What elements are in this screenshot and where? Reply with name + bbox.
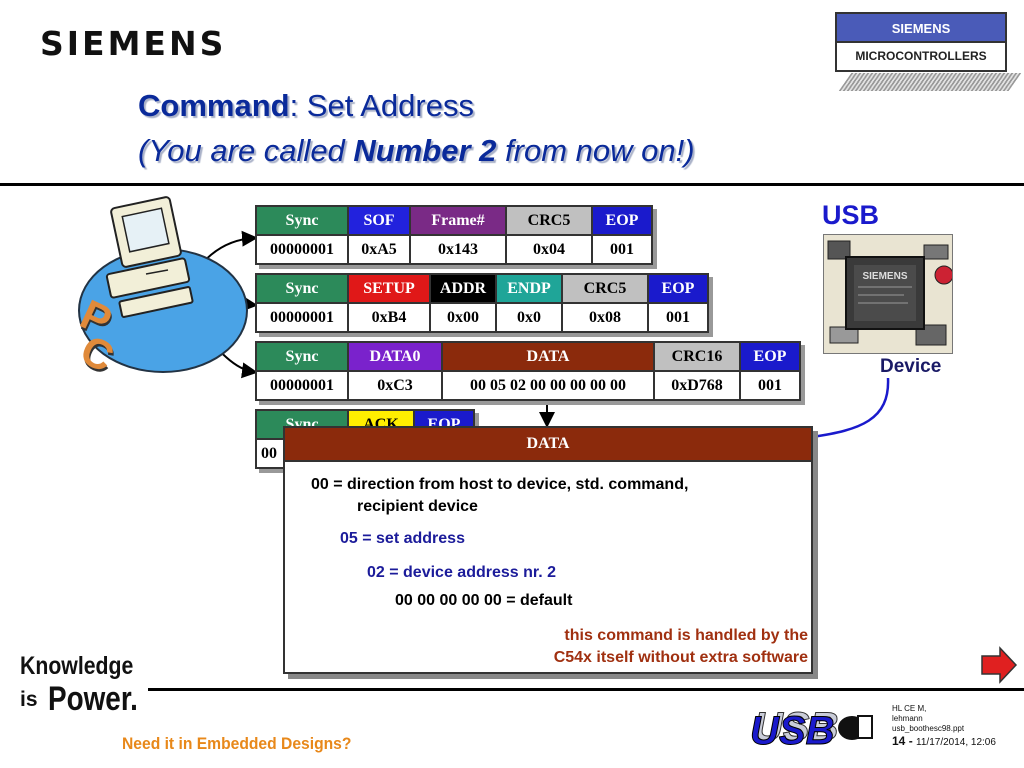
panel-line-direction: 00 = direction from host to device, std.… (311, 476, 689, 493)
sof-val-pid: 0xA5 (347, 234, 411, 265)
setup-val-endp: 0x0 (495, 302, 563, 333)
sof-packet: Sync SOF Frame# CRC5 EOP 00000001 0xA5 0… (255, 205, 653, 265)
data0-hdr-sync: Sync (255, 341, 349, 372)
usb-label: USB (822, 200, 880, 230)
slide-meta: HL CE M, lehmann usb_boothesc98.ppt (892, 704, 964, 734)
page-date: 11/17/2014, 12:06 (916, 737, 996, 748)
subtitle-open-paren: ( (138, 133, 149, 168)
page-number: 14 (892, 734, 906, 748)
panel-note-2: C54x itself without extra software (553, 649, 808, 666)
title-rest: : Set Address (289, 88, 474, 123)
data0-val-data: 00 05 02 00 00 00 00 00 (441, 370, 655, 401)
page-info: 14 - 11/17/2014, 12:06 (892, 734, 996, 748)
subtitle-bold: Number 2 (353, 133, 497, 168)
slide-title: Command: Set Address (138, 88, 474, 124)
footer-divider (148, 688, 1024, 691)
sof-val-eop: 001 (591, 234, 653, 265)
usb-device-photo: SIEMENS (823, 234, 954, 354)
sof-hdr-pid: SOF (347, 205, 411, 236)
meta-line-1: HL CE M, (892, 704, 927, 713)
data0-val-pid: 0xC3 (347, 370, 443, 401)
setup-val-pid: 0xB4 (347, 302, 431, 333)
slide-subtitle: (You are called Number 2 from now on!) (138, 133, 695, 169)
panel-line-recipient: recipient device (357, 498, 478, 515)
setup-hdr-pid: SETUP (347, 273, 431, 304)
subtitle-pre: You are called (148, 133, 354, 168)
panel-line-set-address: 05 = set address (340, 530, 465, 547)
usb-cable (811, 377, 890, 439)
setup-val-eop: 001 (647, 302, 709, 333)
data0-hdr-pid: DATA0 (347, 341, 443, 372)
data0-val-crc16: 0xD768 (653, 370, 741, 401)
sof-hdr-eop: EOP (591, 205, 653, 236)
sof-val-frame: 0x143 (409, 234, 507, 265)
meta-line-3: usb_boothesc98.ppt (892, 724, 965, 733)
sof-val-sync: 00000001 (255, 234, 349, 265)
setup-hdr-eop: EOP (647, 273, 709, 304)
setup-hdr-sync: Sync (255, 273, 349, 304)
subtitle-post: from now on! (496, 133, 685, 168)
data-explanation-panel: DATA 00 = direction from host to device,… (283, 426, 813, 674)
sof-hdr-crc5: CRC5 (505, 205, 593, 236)
microcontroller-badge: SIEMENS MICROCONTROLLERS (835, 12, 1007, 72)
panel-line-default: 00 00 00 00 00 = default (395, 592, 573, 609)
header-divider (0, 183, 1024, 186)
data0-hdr-crc16: CRC16 (653, 341, 741, 372)
sof-hdr-sync: Sync (255, 205, 349, 236)
sof-val-crc5: 0x04 (505, 234, 593, 265)
page-sep: - (905, 734, 917, 748)
badge-top-label: SIEMENS (837, 14, 1005, 43)
setup-hdr-crc5: CRC5 (561, 273, 649, 304)
siemens-logo: SIEMENS (40, 24, 227, 63)
sof-hdr-frame: Frame# (409, 205, 507, 236)
panel-line-device-address: 02 = device address nr. 2 (367, 564, 557, 581)
title-bold: Command (138, 88, 290, 123)
setup-packet: Sync SETUP ADDR ENDP CRC5 EOP 00000001 0… (255, 273, 709, 333)
setup-val-crc5: 0x08 (561, 302, 649, 333)
knowledge-text: Knowledge (20, 652, 134, 680)
data0-packet: Sync DATA0 DATA CRC16 EOP 00000001 0xC3 … (255, 341, 801, 401)
setup-val-addr: 0x00 (429, 302, 497, 333)
usb-logo-icon: USB USB (750, 705, 873, 748)
data0-val-sync: 00000001 (255, 370, 349, 401)
panel-note-1: this command is handled by the (564, 627, 808, 644)
meta-line-2: lehmann (892, 714, 923, 723)
is-text: is (20, 688, 38, 711)
usb-logo-text: USB (750, 709, 834, 748)
footer-tagline: Need it in Embedded Designs? (122, 734, 352, 753)
subtitle-close-paren: ) (684, 133, 695, 168)
device-chip-text: SIEMENS (862, 271, 907, 282)
data0-hdr-data: DATA (441, 341, 655, 372)
panel-title: DATA (285, 428, 811, 462)
device-chip-icon: SIEMENS (827, 240, 954, 346)
computer-icon (105, 196, 194, 318)
power-text: Power. (48, 680, 138, 718)
setup-hdr-addr: ADDR (429, 273, 497, 304)
setup-val-sync: 00000001 (255, 302, 349, 333)
badge-bottom-label: MICROCONTROLLERS (855, 49, 987, 63)
usb-logo-shadow-text: USB (754, 705, 838, 748)
setup-hdr-endp: ENDP (495, 273, 563, 304)
device-label: Device (880, 356, 942, 377)
data0-val-eop: 001 (739, 370, 801, 401)
next-slide-arrow-icon[interactable] (980, 646, 1018, 684)
data0-hdr-eop: EOP (739, 341, 801, 372)
